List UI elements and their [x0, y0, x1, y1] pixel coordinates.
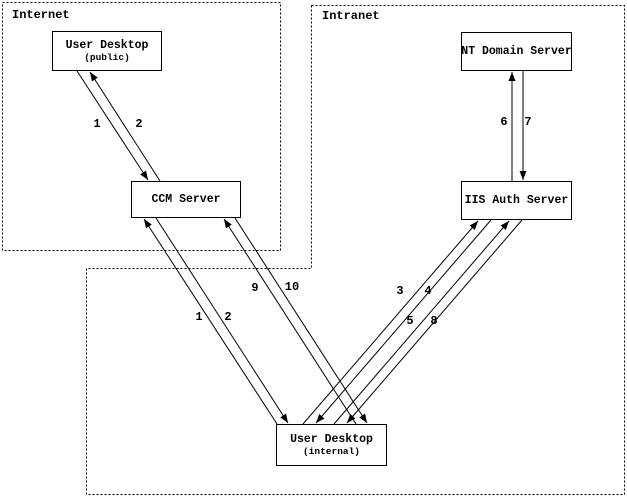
edge-label-2-internal: 2	[224, 310, 232, 324]
node-title: User Desktop	[290, 433, 373, 446]
zone-label-internet: Internet	[12, 8, 70, 22]
intranet-zone-border	[86, 5, 625, 495]
arrow-internal-desktop-to-ccm	[143, 218, 278, 425]
edge-label-1-public: 1	[93, 117, 101, 131]
edge-label-8: 8	[430, 314, 438, 328]
arrow-ccm-to-internal-desktop-10	[234, 217, 368, 424]
edge-label-5: 5	[406, 314, 414, 328]
arrow-iis-to-internal-desktop-4	[315, 219, 492, 424]
zone-label-intranet: Intranet	[322, 9, 380, 23]
arrow-ccm-to-public-desktop	[89, 71, 161, 182]
node-ccm-server: CCM Server	[131, 181, 241, 218]
node-user-desktop-internal: User Desktop (internal)	[276, 424, 387, 466]
arrow-ccm-to-internal-desktop	[155, 217, 289, 424]
edge-label-6: 6	[500, 115, 508, 129]
node-user-desktop-public: User Desktop (public)	[52, 31, 162, 71]
internet-zone-border	[2, 2, 281, 251]
node-iis-auth-server: IIS Auth Server	[461, 181, 572, 220]
node-title: NT Domain Server	[461, 45, 572, 58]
arrow-internal-desktop-to-ccm-9	[223, 218, 357, 425]
edge-label-10: 10	[284, 280, 300, 294]
edge-label-1-internal: 1	[195, 310, 203, 324]
arrow-iis-to-internal-desktop-8	[346, 219, 523, 424]
node-title: IIS Auth Server	[464, 194, 569, 207]
node-subtitle: (public)	[84, 52, 130, 63]
arrow-public-desktop-to-ccm	[76, 70, 149, 181]
edge-label-4: 4	[424, 284, 432, 298]
arrow-internal-desktop-to-iis-5	[333, 220, 510, 425]
edge-label-3: 3	[396, 284, 404, 298]
edge-label-7: 7	[524, 115, 532, 129]
node-nt-domain-server: NT Domain Server	[461, 32, 572, 71]
node-title: User Desktop	[65, 39, 149, 52]
node-subtitle: (internal)	[302, 446, 360, 457]
edge-label-2-public: 2	[135, 117, 143, 131]
node-title: CCM Server	[151, 193, 221, 206]
arrow-internal-desktop-to-iis-3	[302, 220, 479, 425]
edge-label-9: 9	[251, 281, 259, 295]
